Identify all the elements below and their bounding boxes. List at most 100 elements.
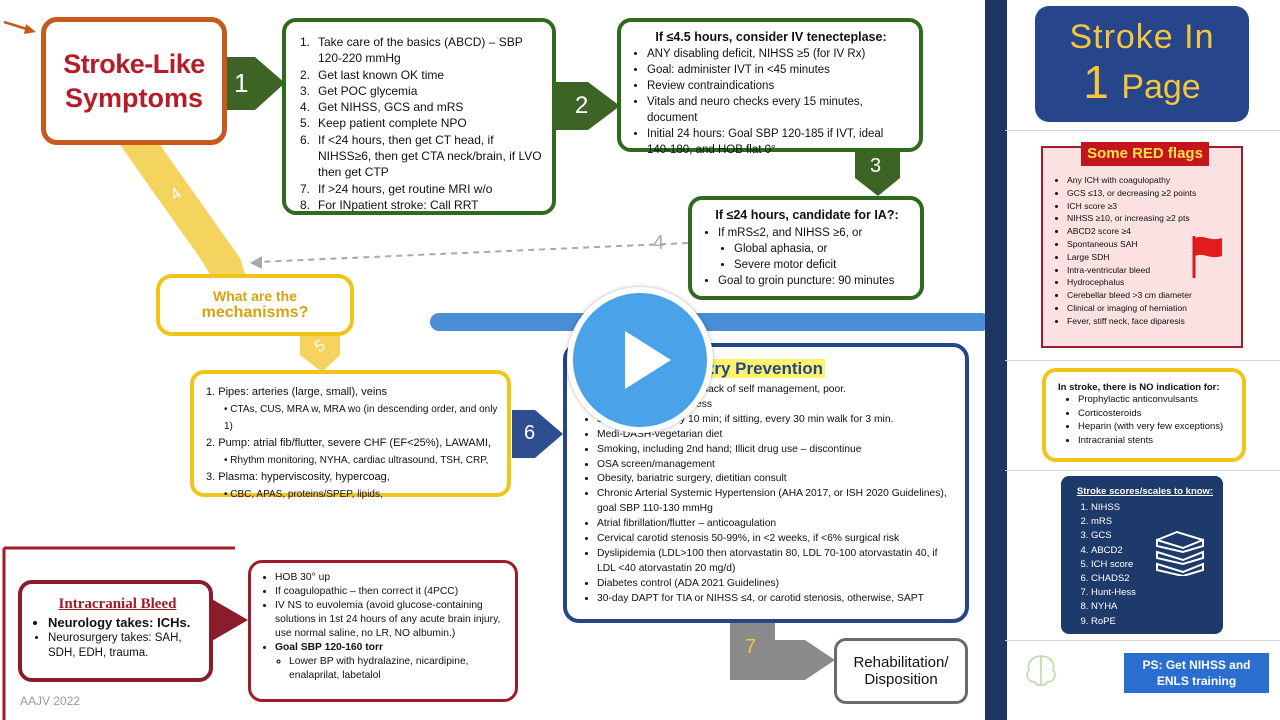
title-word: Page bbox=[1121, 68, 1201, 106]
connector-layer bbox=[2, 20, 990, 720]
prevention-item-4: Medi-DASH-vegetarian diet bbox=[597, 428, 955, 443]
pump-sub: • Rhythm monitoring, NYHA, cardiac ultra… bbox=[224, 455, 489, 466]
red-flag-item-11: Clinical or imaging of herniation bbox=[1067, 302, 1257, 315]
prevention-title-wrap: 2ry Prevention bbox=[583, 359, 955, 379]
arrow-1 bbox=[225, 57, 285, 110]
footer-credit: AAJV 2022 bbox=[20, 694, 81, 708]
prevention-item-8: Chronic Arterial Systemic Hypertension (… bbox=[597, 487, 955, 517]
scores-box: Stroke scores/scales to know: NIHSSmRSGC… bbox=[1061, 476, 1223, 634]
plasma-sub: • CBC, APAS, proteins/SPEP, lipids, bbox=[224, 489, 383, 500]
prevention-title: 2ry Prevention bbox=[702, 359, 825, 378]
initial-step-text: Get NIHSS, GCS and mRS bbox=[318, 100, 464, 115]
score-item-2: mRS bbox=[1091, 515, 1215, 529]
initial-step-8: 8. For INpatient stroke: Call RRT bbox=[300, 197, 542, 213]
arrow-3 bbox=[855, 150, 900, 196]
pump-line: 2. Pump: atrial fib/flutter, severe CHF … bbox=[206, 437, 491, 449]
sidebar-sep-2 bbox=[1005, 360, 1280, 361]
initial-step-number: 1. bbox=[300, 35, 311, 49]
arrow-6 bbox=[512, 410, 563, 458]
no-indication-title: In stroke, there is NO indication for: bbox=[1058, 382, 1220, 393]
arrow-2 bbox=[555, 82, 620, 130]
arrow-ich bbox=[210, 598, 248, 642]
initial-step-text: Keep patient complete NPO bbox=[318, 116, 467, 131]
red-flag-item-5: ABCD2 score ≥4 bbox=[1067, 225, 1257, 238]
mechanism-detail-box: 1. Pipes: arteries (large, small), veins… bbox=[190, 370, 511, 500]
ich-list: Neurology takes: ICHs. Neurosurgery take… bbox=[34, 615, 201, 662]
dashed-arrow bbox=[257, 242, 689, 263]
ich-mgmt-5: Lower BP with hydralazine, nicardipine, … bbox=[289, 655, 507, 683]
ia-candidate-list: If mRS≤2, and NIHSS ≥6, or Global aphasi… bbox=[704, 225, 910, 289]
ich-mgmt-2: If coagulopathic – then correct it (4PCC… bbox=[275, 585, 507, 599]
tenecteplase-title: If ≤4.5 hours, consider IV tenecteplase: bbox=[655, 30, 887, 44]
prevention-item-9: Atrial fibrillation/flutter – anticoagul… bbox=[597, 517, 955, 532]
ia-candidate-title: If ≤24 hours, candidate for IA?: bbox=[715, 208, 899, 222]
tenecteplase-item-4: Vitals and neuro checks every 15 minutes… bbox=[647, 94, 909, 126]
red-flag-item-9: Hydrocephalus bbox=[1067, 276, 1257, 289]
initial-step-number: 8. bbox=[300, 197, 311, 212]
ich-mgmt-1: HOB 30° up bbox=[275, 571, 507, 585]
dashed-arrow-head bbox=[250, 256, 262, 269]
initial-step-text: Get last known OK time bbox=[318, 67, 445, 82]
stroke-like-line2: Symptoms bbox=[64, 83, 204, 113]
ia-item-1: If mRS≤2, and NIHSS ≥6, or bbox=[718, 225, 910, 241]
ich-management-box: HOB 30° up If coagulopathic – then corre… bbox=[248, 560, 518, 702]
title-card: Stroke In 1 Page bbox=[1035, 6, 1249, 122]
ich-title: Intracranial Bleed bbox=[58, 596, 177, 612]
step-2-label: 2 bbox=[575, 92, 589, 119]
sidebar-divider bbox=[985, 0, 1007, 720]
no-indication-item-3: Heparin (with very few exceptions) bbox=[1078, 420, 1234, 434]
score-item-1: NIHSS bbox=[1091, 501, 1215, 515]
title-number: 1 bbox=[1083, 56, 1109, 108]
red-flags-list: Any ICH with coagulopathyGCS ≤13, or dec… bbox=[1057, 174, 1257, 328]
initial-step-number: 6. bbox=[300, 132, 311, 147]
step-4-label: 4 bbox=[653, 232, 665, 254]
initial-step-number: 3. bbox=[300, 83, 311, 98]
initial-step-text: Get POC glycemia bbox=[318, 83, 418, 98]
score-item-4: ABCD2 bbox=[1091, 544, 1215, 558]
corner-pointer-head bbox=[24, 24, 36, 34]
title-line1: Stroke In bbox=[1069, 18, 1215, 56]
mechanism-detail-list: 1. Pipes: arteries (large, small), veins… bbox=[206, 384, 499, 503]
intracranial-bleed-box: Intracranial Bleed Neurology takes: ICHs… bbox=[18, 580, 213, 682]
red-flag-icon bbox=[1192, 236, 1222, 278]
score-item-3: GCS bbox=[1091, 529, 1215, 543]
score-item-7: Hunt-Hess bbox=[1091, 586, 1215, 600]
red-flag-item-12: Fever, stiff neck, face diparesis bbox=[1067, 315, 1257, 328]
ps-note: PS: Get NIHSS and ENLS training bbox=[1124, 653, 1269, 693]
pipes-sub: • CTAs, CUS, MRA w, MRA wo (in descendin… bbox=[224, 404, 498, 432]
red-flag-item-3: ICH score ≥3 bbox=[1067, 200, 1257, 213]
tenecteplase-item-5: Initial 24 hours: Goal SBP 120-185 if IV… bbox=[647, 126, 909, 158]
plasma-line: 3. Plasma: hyperviscosity, hypercoag, bbox=[206, 471, 390, 483]
play-button[interactable] bbox=[567, 287, 713, 433]
no-indication-box: In stroke, there is NO indication for: P… bbox=[1042, 368, 1246, 462]
initial-step-text: If >24 hours, get routine MRI w/o bbox=[318, 181, 493, 196]
scores-list: NIHSSmRSGCSABCD2ICH scoreCHADS2Hunt-Hess… bbox=[1075, 501, 1215, 629]
red-flag-item-10: Cerebellar bleed >3 cm diameter bbox=[1067, 289, 1257, 302]
step-3-label: 3 bbox=[870, 155, 882, 177]
initial-step-number: 2. bbox=[300, 67, 311, 82]
mechanisms-box: What are the mechanisms? bbox=[156, 274, 354, 336]
score-item-8: NYHA bbox=[1091, 600, 1215, 614]
ich-mgmt-3: IV NS to euvolemia (avoid glucose-contai… bbox=[275, 599, 507, 641]
ich-management-list: HOB 30° up If coagulopathic – then corre… bbox=[265, 571, 507, 683]
prevention-item-1: …on), un-engagement, lack of self manage… bbox=[597, 383, 955, 398]
play-icon bbox=[625, 331, 671, 389]
title-line2: 1 Page bbox=[1035, 55, 1249, 109]
arrow-5 bbox=[300, 335, 340, 372]
initial-step-5: 5.Keep patient complete NPO bbox=[300, 115, 542, 131]
blue-bar bbox=[430, 313, 990, 331]
score-item-9: RoPE bbox=[1091, 615, 1215, 629]
mechanisms-line2: mechanisms? bbox=[201, 304, 309, 321]
initial-step-3: 3. Get POC glycemia bbox=[300, 83, 542, 99]
ia-item-2: Global aphasia, or bbox=[734, 241, 910, 257]
no-indication-list: Prophylactic anticonvulsantsCorticostero… bbox=[1058, 393, 1234, 447]
prevention-item-7: Obesity, bariatric surgery, dietitian co… bbox=[597, 472, 955, 487]
initial-step-text: For INpatient stroke: Call RRT bbox=[318, 197, 479, 212]
tenecteplase-item-2: Goal: administer IVT in <45 minutes bbox=[647, 62, 909, 78]
red-flag-item-6: Spontaneous SAH bbox=[1067, 238, 1257, 251]
sidebar: Stroke In 1 Page Some RED flags Any ICH … bbox=[985, 0, 1280, 720]
initial-step-4: 4.Get NIHSS, GCS and mRS bbox=[300, 99, 542, 115]
prevention-item-5: Smoking, including 2nd hand; Illicit dru… bbox=[597, 443, 955, 458]
tenecteplase-item-1: ANY disabling deficit, NIHSS ≥5 (for IV … bbox=[647, 46, 909, 62]
score-item-6: CHADS2 bbox=[1091, 572, 1215, 586]
